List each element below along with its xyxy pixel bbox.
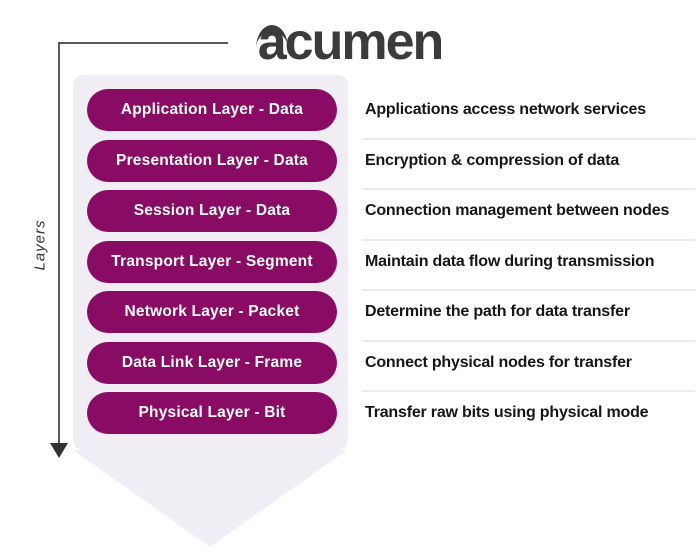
layer-row: Physical Layer - Bit Transfer raw bits u… [87,392,649,434]
layers-axis-line [58,42,60,443]
layer-pill: Application Layer - Data [87,89,337,131]
brand-logo-text: cumen [284,13,445,71]
layer-pill: Network Layer - Packet [87,291,337,333]
layer-row: Presentation Layer - Data Encryption & c… [87,139,620,182]
brand-a-arc-icon [255,25,288,48]
layer-description: Encryption & compression of data [365,151,620,169]
row-divider [362,339,695,342]
row-divider [362,238,695,241]
brand-letter-a: a [255,16,288,68]
layer-description: Maintain data flow during transmission [365,252,655,270]
layer-row: Session Layer - Data Connection manageme… [87,190,669,232]
layer-row: Network Layer - Packet Determine the pat… [87,291,630,333]
layers-panel-tail [73,450,347,547]
layer-rows: Application Layer - Data Applications ac… [87,89,695,434]
layer-description: Determine the path for data transfer [365,303,630,320]
logo-connector-line [59,42,228,44]
layer-pill: Data Link Layer - Frame [87,341,337,384]
row-divider [362,289,695,291]
layer-row: Transport Layer - Segment Maintain data … [87,240,655,283]
layer-pill: Presentation Layer - Data [87,139,337,182]
row-divider [362,390,695,392]
layer-pill: Transport Layer - Segment [87,240,337,283]
layer-row: Data Link Layer - Frame Connect physical… [87,341,632,384]
layer-description: Connection management between nodes [365,202,670,219]
layer-row: Application Layer - Data Applications ac… [87,89,646,131]
layer-description: Transfer raw bits using physical mode [365,404,649,421]
brand-logo: acumen [0,16,700,68]
layer-pill: Session Layer - Data [87,190,337,232]
row-divider [362,137,695,140]
row-divider [362,188,695,190]
layers-axis-label: Layers [31,219,49,271]
layer-description: Connect physical nodes for transfer [365,353,632,371]
layer-pill: Physical Layer - Bit [87,392,337,434]
layer-description: Applications access network services [365,101,646,118]
arrow-down-icon [50,443,68,458]
